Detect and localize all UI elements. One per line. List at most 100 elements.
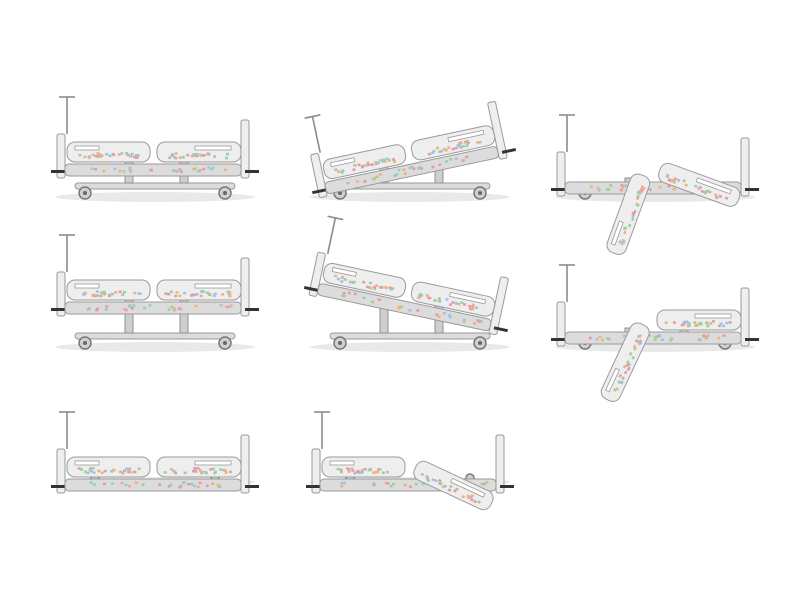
chassis xyxy=(64,163,242,177)
pattern-dot xyxy=(118,290,122,294)
pattern-dot xyxy=(87,307,91,310)
head-siderail xyxy=(66,456,151,478)
pattern-dot xyxy=(336,170,341,174)
pattern-dot xyxy=(224,168,228,172)
pattern-dot xyxy=(667,185,671,188)
pattern-dot xyxy=(408,308,412,312)
siderail-handle xyxy=(74,460,100,466)
pattern-dot xyxy=(636,190,640,195)
bed-illustration xyxy=(551,114,759,255)
pattern-dot xyxy=(426,478,431,483)
pattern-dot xyxy=(207,166,211,169)
pattern-dot xyxy=(96,155,100,159)
headboard xyxy=(56,133,66,179)
pattern-dot xyxy=(83,155,87,159)
chassis xyxy=(317,283,492,332)
pattern-dot xyxy=(636,339,640,344)
pattern-dot xyxy=(460,301,464,305)
backrest-section xyxy=(66,141,151,163)
pattern-dot xyxy=(377,468,380,471)
pattern-dot xyxy=(178,485,182,489)
pattern-dot xyxy=(638,334,643,338)
pattern-dot xyxy=(126,153,130,157)
pattern-dot xyxy=(392,482,396,486)
pattern-dot xyxy=(617,380,621,384)
pattern-dot xyxy=(199,169,202,172)
pattern-dot xyxy=(179,308,183,311)
pattern-dot xyxy=(653,338,657,341)
foot-bumper xyxy=(493,326,508,333)
pattern-dot xyxy=(118,470,122,474)
pattern-dot xyxy=(134,153,138,157)
pattern-dot xyxy=(375,175,379,179)
pattern-dot xyxy=(347,291,352,295)
pattern-dot xyxy=(128,485,132,488)
pattern-dot xyxy=(431,477,436,482)
bed-trendelenburg xyxy=(300,75,520,215)
siderail-handle xyxy=(447,129,485,143)
siderail-handle xyxy=(605,367,620,393)
pattern-dot xyxy=(200,290,204,293)
pattern-dot xyxy=(420,472,425,477)
pattern-dot xyxy=(451,300,455,304)
pattern-dot xyxy=(339,468,343,472)
pattern-dot xyxy=(485,481,489,484)
legrest-section xyxy=(658,162,741,207)
bed-illustration xyxy=(51,411,259,494)
pattern-dot xyxy=(102,169,106,173)
pattern-dot xyxy=(172,469,176,473)
pattern-dot xyxy=(208,293,212,297)
pattern-dot xyxy=(372,482,376,485)
backrest-section xyxy=(606,173,651,255)
pattern-dot xyxy=(376,161,381,165)
foot-bumper xyxy=(745,188,759,191)
siderail-handle xyxy=(194,145,232,151)
pattern-dot xyxy=(435,146,440,150)
bed-flat-high xyxy=(45,75,265,215)
iv-pole xyxy=(326,217,337,255)
pattern-dot xyxy=(128,166,132,169)
pattern-dot xyxy=(425,293,429,297)
pattern-dot xyxy=(110,482,114,485)
wheel-hub xyxy=(223,341,227,345)
pattern-dot xyxy=(112,153,116,157)
pattern-dot xyxy=(163,471,167,474)
pattern-dot xyxy=(682,179,686,183)
pattern-dot xyxy=(90,167,94,171)
wheel-hub xyxy=(478,191,482,195)
pattern-dot xyxy=(693,321,697,324)
bed-reverse-trendelenburg xyxy=(300,215,520,365)
pattern-dot xyxy=(148,304,152,307)
pattern-dot xyxy=(482,483,486,486)
pattern-dot xyxy=(175,170,179,173)
backrest-section xyxy=(321,456,406,478)
pattern-dot xyxy=(684,183,688,187)
foot-bumper xyxy=(745,338,759,341)
pattern-dot xyxy=(621,186,625,189)
pattern-dot xyxy=(642,186,646,191)
pattern-dot xyxy=(626,360,630,365)
head-bumper xyxy=(51,170,65,173)
pattern-dot xyxy=(622,226,627,231)
bed-body xyxy=(551,264,759,402)
base-frame xyxy=(329,332,491,340)
legrest-section xyxy=(656,309,742,331)
siderail-handle xyxy=(331,267,357,277)
pattern-dot xyxy=(340,482,344,485)
pattern-dot xyxy=(462,318,467,322)
pattern-dot xyxy=(95,308,99,312)
pattern-dot xyxy=(471,307,475,311)
pattern-dot xyxy=(110,470,114,473)
pattern-dot xyxy=(91,153,95,157)
pattern-dot xyxy=(454,146,458,150)
pattern-dot xyxy=(169,468,173,471)
pattern-dot xyxy=(128,471,132,474)
pattern-dot xyxy=(713,193,718,197)
pattern-dot xyxy=(631,217,635,222)
siderail-handle xyxy=(449,291,487,305)
pattern-dot xyxy=(437,297,442,301)
pattern-dot xyxy=(100,471,104,474)
iv-hook xyxy=(304,114,321,119)
pattern-dot xyxy=(96,152,100,155)
pattern-dot xyxy=(622,364,627,369)
